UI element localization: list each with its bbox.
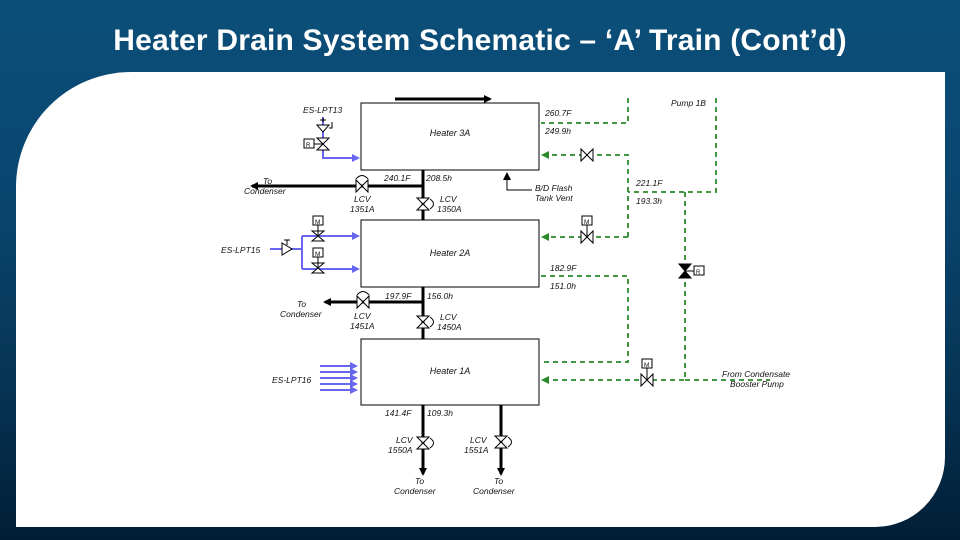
lcv-1451a-tag: LCV — [354, 311, 372, 321]
lcv-1550a-num: 1550A — [388, 445, 413, 455]
es-lpt15-label: ES-LPT15 — [221, 245, 260, 255]
lcv-1350a-valve-icon — [415, 197, 434, 211]
mid-temp: 221.1F — [635, 178, 663, 188]
condensate-booster-line — [541, 192, 686, 384]
lcv-1351a-num: 1351A — [350, 204, 375, 214]
lcv-1450a-valve-icon — [415, 315, 434, 329]
to-condenser-2-label: Condenser — [280, 309, 323, 319]
from-condensate-label-1: From Condensate — [722, 369, 790, 379]
condensate-h3-inlet-line — [541, 98, 629, 124]
h1-drain-temp: 141.4F — [385, 408, 412, 418]
svg-text:R: R — [306, 143, 311, 149]
condensate-bypass-valve-icon: R — [677, 263, 705, 279]
h3-drain-enth: 208.5h — [425, 173, 452, 183]
heater-1a-label: Heater 1A — [430, 366, 471, 376]
es-lpt16-label: ES-LPT16 — [272, 375, 311, 385]
to-condenser-1-to: To — [263, 176, 272, 186]
es-lpt13-motor-valve-icon: R — [303, 137, 331, 151]
h1-drain-enth: 109.3h — [427, 408, 453, 418]
slide-title: Heater Drain System Schematic – ‘A’ Trai… — [113, 24, 847, 57]
lcv-1451a-valve-icon — [356, 291, 370, 310]
to-condenser-3-to: To — [415, 476, 424, 486]
to-condenser-4-to: To — [494, 476, 503, 486]
h3-drain-temp: 240.1F — [383, 173, 411, 183]
lcv-1450a-num: 1450A — [437, 322, 462, 332]
es-lpt15-motor-valve-lower-icon: M — [310, 247, 326, 274]
h3-in-temp: 260.7F — [544, 108, 572, 118]
svg-text:M: M — [644, 362, 649, 369]
heater-1a-shell — [360, 338, 540, 406]
condensate-h3-return-line — [541, 151, 629, 237]
lcv-1450a-tag: LCV — [440, 312, 458, 322]
pump-1b-label: Pump 1B — [671, 98, 706, 108]
lcv-1551a-valve-icon — [493, 435, 512, 449]
heater-2a-shell — [360, 219, 540, 288]
condensate-h3-valve-icon — [580, 147, 594, 163]
svg-text:M: M — [584, 219, 589, 226]
bd-flash-label-2: Tank Vent — [535, 193, 573, 203]
from-condensate-label-2: Booster Pump — [730, 379, 784, 389]
to-condenser-3-label: Condenser — [394, 486, 437, 496]
lcv-1350a-num: 1350A — [437, 204, 462, 214]
h2-in-enth: 151.0h — [550, 281, 576, 291]
es-lpt15-check-valve-icon — [281, 239, 293, 256]
h2-drain-enth: 156.0h — [427, 291, 453, 301]
condensate-h1-motor-valve-icon: M — [640, 358, 654, 388]
lcv-1551a-tag: LCV — [470, 435, 488, 445]
h2-drain-temp: 197.9F — [385, 291, 412, 301]
svg-text:M: M — [315, 219, 320, 226]
svg-text:M: M — [315, 251, 320, 258]
lcv-1351a-tag: LCV — [354, 194, 372, 204]
heater-2a-label: Heater 2A — [430, 248, 471, 258]
svg-text:R: R — [696, 270, 701, 276]
h3-in-enth: 249.9h — [544, 126, 571, 136]
lcv-1551a-num: 1551A — [464, 445, 489, 455]
mid-enth: 193.3h — [636, 196, 662, 206]
heater-3a-label: Heater 3A — [430, 128, 471, 138]
to-condenser-4-label: Condenser — [473, 486, 516, 496]
es-lpt13-label: ES-LPT13 — [303, 105, 342, 115]
lcv-1550a-valve-icon — [415, 436, 434, 450]
es-lpt15-motor-valve-upper-icon: M — [310, 215, 326, 242]
heater-3a-shell — [360, 102, 540, 171]
lcv-1451a-num: 1451A — [350, 321, 375, 331]
condensate-h2-outlet-line — [541, 275, 629, 363]
es-lpt13-check-valve-icon — [315, 118, 333, 133]
bd-flash-label-1: B/D Flash — [535, 183, 573, 193]
condensate-pump1b-line — [628, 98, 717, 193]
to-condenser-1-label: Condenser — [244, 186, 287, 196]
bd-flash-vent-line — [503, 172, 532, 191]
to-condenser-2-to: To — [297, 299, 306, 309]
condensate-h2-motor-valve-icon: M — [580, 215, 594, 245]
lcv-1350a-tag: LCV — [440, 194, 458, 204]
lcv-1550a-tag: LCV — [396, 435, 414, 445]
h2-in-temp: 182.9F — [550, 263, 577, 273]
lcv-1351a-valve-icon — [355, 175, 369, 194]
